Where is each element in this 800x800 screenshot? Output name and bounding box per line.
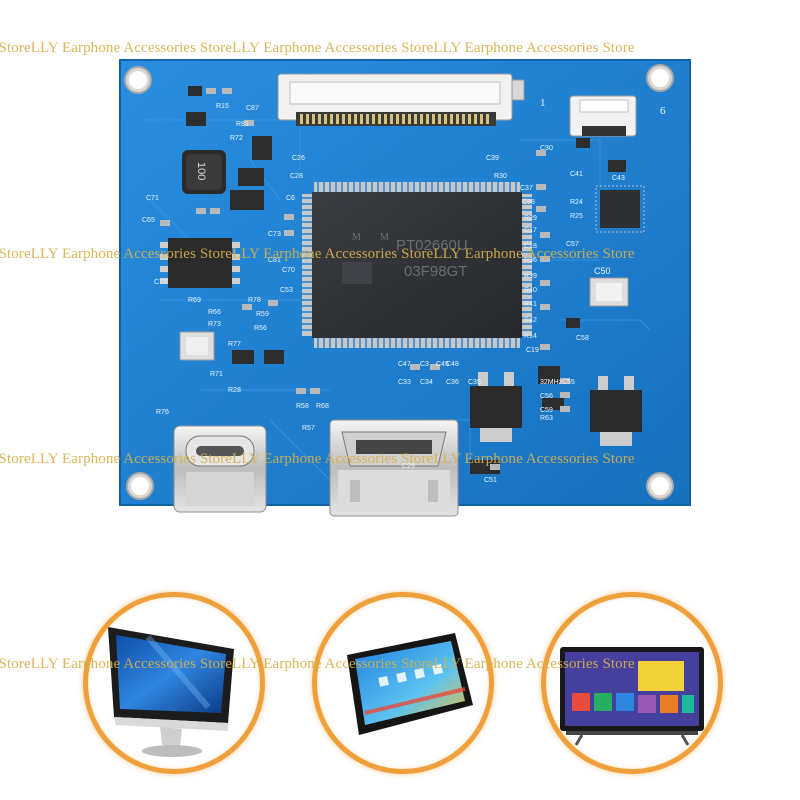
tv-image xyxy=(560,647,704,746)
silk-label: C29 xyxy=(402,463,415,470)
svg-text:M: M xyxy=(352,232,361,243)
silk-label: C17 xyxy=(524,227,537,234)
inductor: 100 xyxy=(182,150,226,194)
chip-marking-line-2: 03F98GT xyxy=(404,263,467,280)
silk-label: R66 xyxy=(208,309,221,316)
silk-label: C58 xyxy=(576,335,589,342)
svg-text:M: M xyxy=(380,232,389,243)
silk-label: R69 xyxy=(188,297,201,304)
voltage-regulator-1 xyxy=(470,372,522,442)
voltage-regulator-2 xyxy=(590,376,642,446)
all-in-one-monitor-image xyxy=(108,627,234,757)
silk-label: C26 xyxy=(292,155,305,162)
silk-label: C81 xyxy=(268,257,281,264)
device-circle-tv xyxy=(541,592,723,774)
fpc-connector-large xyxy=(277,73,525,126)
silk-label: C34 xyxy=(420,379,433,386)
silk-label: C56 xyxy=(540,393,553,400)
device-circle-monitor xyxy=(83,592,265,774)
tablet-image xyxy=(347,633,473,735)
silk-label: R73 xyxy=(208,321,221,328)
lcd-controller-board: 1 6 xyxy=(119,59,691,517)
silk-label: R57 xyxy=(302,425,315,432)
watermark-fragment: es Store xyxy=(0,656,31,672)
silk-label: R81 xyxy=(236,121,249,128)
chip-marking-line-1: PT02660U xyxy=(396,237,468,254)
silk-label: C39 xyxy=(486,155,499,162)
usb-c-port xyxy=(173,425,267,513)
silk-label: R41 xyxy=(524,301,537,308)
silk-label: C33 xyxy=(398,379,411,386)
silk-label: C37 xyxy=(520,185,533,192)
crystal-label: C50 xyxy=(594,266,611,276)
silk-label: C19 xyxy=(526,347,539,354)
silk-label: R68 xyxy=(316,403,329,410)
fpc-connector-small xyxy=(569,95,637,137)
silk-label: C43 xyxy=(612,175,625,182)
silk-label: R78 xyxy=(248,297,261,304)
silk-label: C28 xyxy=(290,173,303,180)
silk-label: R71 xyxy=(210,371,223,378)
silk-label: C53 xyxy=(280,287,293,294)
silk-label: C48 xyxy=(446,361,459,368)
silk-label: R56 xyxy=(254,325,267,332)
silk-label: C87 xyxy=(246,105,259,112)
silk-label: 32MHz xyxy=(540,379,563,386)
silk-label: C51 xyxy=(484,477,497,484)
silk-label: C55 xyxy=(562,379,575,386)
silk-label: C3 xyxy=(420,361,429,368)
silk-label: C65 xyxy=(142,217,155,224)
silk-label: R24 xyxy=(570,199,583,206)
silk-label: R72 xyxy=(230,135,243,142)
silk-label: C57 xyxy=(566,241,579,248)
silk-label: C35 xyxy=(468,379,481,386)
mini-hdmi-port xyxy=(329,419,459,517)
silk-label: C30 xyxy=(540,145,553,152)
connector-label-6: 6 xyxy=(660,105,666,117)
silk-label: R25 xyxy=(570,213,583,220)
silk-label: R14 xyxy=(524,333,537,340)
silk-label: C36 xyxy=(446,379,459,386)
silk-label: C59 xyxy=(540,407,553,414)
silk-label: R42 xyxy=(524,317,537,324)
silk-label: C72 xyxy=(154,279,167,286)
silk-label: R39 xyxy=(524,273,537,280)
silk-label: C73 xyxy=(268,231,281,238)
silk-label: R28 xyxy=(228,387,241,394)
silk-label: R63 xyxy=(540,415,553,422)
silk-label: C47 xyxy=(398,361,411,368)
silk-label: R59 xyxy=(256,311,269,318)
silk-label: C38 xyxy=(522,199,535,206)
silk-label: C70 xyxy=(282,267,295,274)
soic-ic xyxy=(160,238,240,288)
silk-label: C45 xyxy=(436,361,449,368)
silk-label: R58 xyxy=(296,403,309,410)
silk-label: R30 xyxy=(494,173,507,180)
main-controller-chip: M M PT02660U 03F98GT xyxy=(302,182,532,348)
silk-label: R36 xyxy=(524,257,537,264)
silk-label: R76 xyxy=(156,409,169,416)
connector-label-1: 1 xyxy=(540,97,546,109)
silk-label: R29 xyxy=(524,215,537,222)
crystal-32mhz xyxy=(589,277,629,307)
silk-label: R77 xyxy=(228,341,241,348)
qfn-chip xyxy=(595,185,645,233)
crystal-left xyxy=(179,331,215,361)
silk-label: C41 xyxy=(570,171,583,178)
silk-label: R15 xyxy=(216,103,229,110)
silk-label: C6 xyxy=(286,195,295,202)
silk-label: C71 xyxy=(146,195,159,202)
device-circle-tablet xyxy=(312,592,494,774)
silk-label: C18 xyxy=(524,243,537,250)
silk-label: R40 xyxy=(524,287,537,294)
svg-text:100: 100 xyxy=(195,162,207,180)
